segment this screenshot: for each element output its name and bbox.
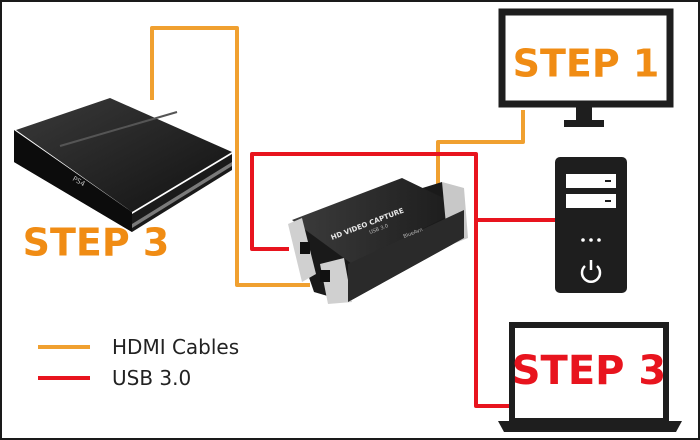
step-3-laptop-label: STEP 3 bbox=[512, 348, 667, 394]
power-icon bbox=[580, 260, 602, 283]
hdmi-cable-capture-to-monitor bbox=[436, 110, 525, 198]
monitor-icon bbox=[498, 8, 674, 127]
legend-label-hdmi: HDMI Cables bbox=[112, 335, 239, 359]
usb-cable-capture-to-laptop bbox=[250, 152, 512, 408]
capture-card-icon: HD VIDEO CAPTURE USB 3.0 BlueAvn bbox=[288, 178, 468, 304]
step-3-console-label: STEP 3 bbox=[23, 221, 170, 265]
step-1-label: STEP 1 bbox=[513, 42, 660, 86]
laptop-icon bbox=[498, 322, 682, 432]
game-console-icon: PS4 bbox=[14, 98, 232, 232]
usb-cables bbox=[250, 152, 555, 408]
legend-item-hdmi: HDMI Cables bbox=[38, 335, 239, 359]
desktop-tower-icon bbox=[555, 157, 627, 293]
hdmi-cables bbox=[150, 26, 525, 287]
legend-item-usb: USB 3.0 bbox=[38, 366, 191, 390]
legend: HDMI Cables USB 3.0 bbox=[38, 335, 239, 390]
hdmi-cable-console-to-capture bbox=[150, 26, 310, 287]
legend-label-usb: USB 3.0 bbox=[112, 366, 191, 390]
